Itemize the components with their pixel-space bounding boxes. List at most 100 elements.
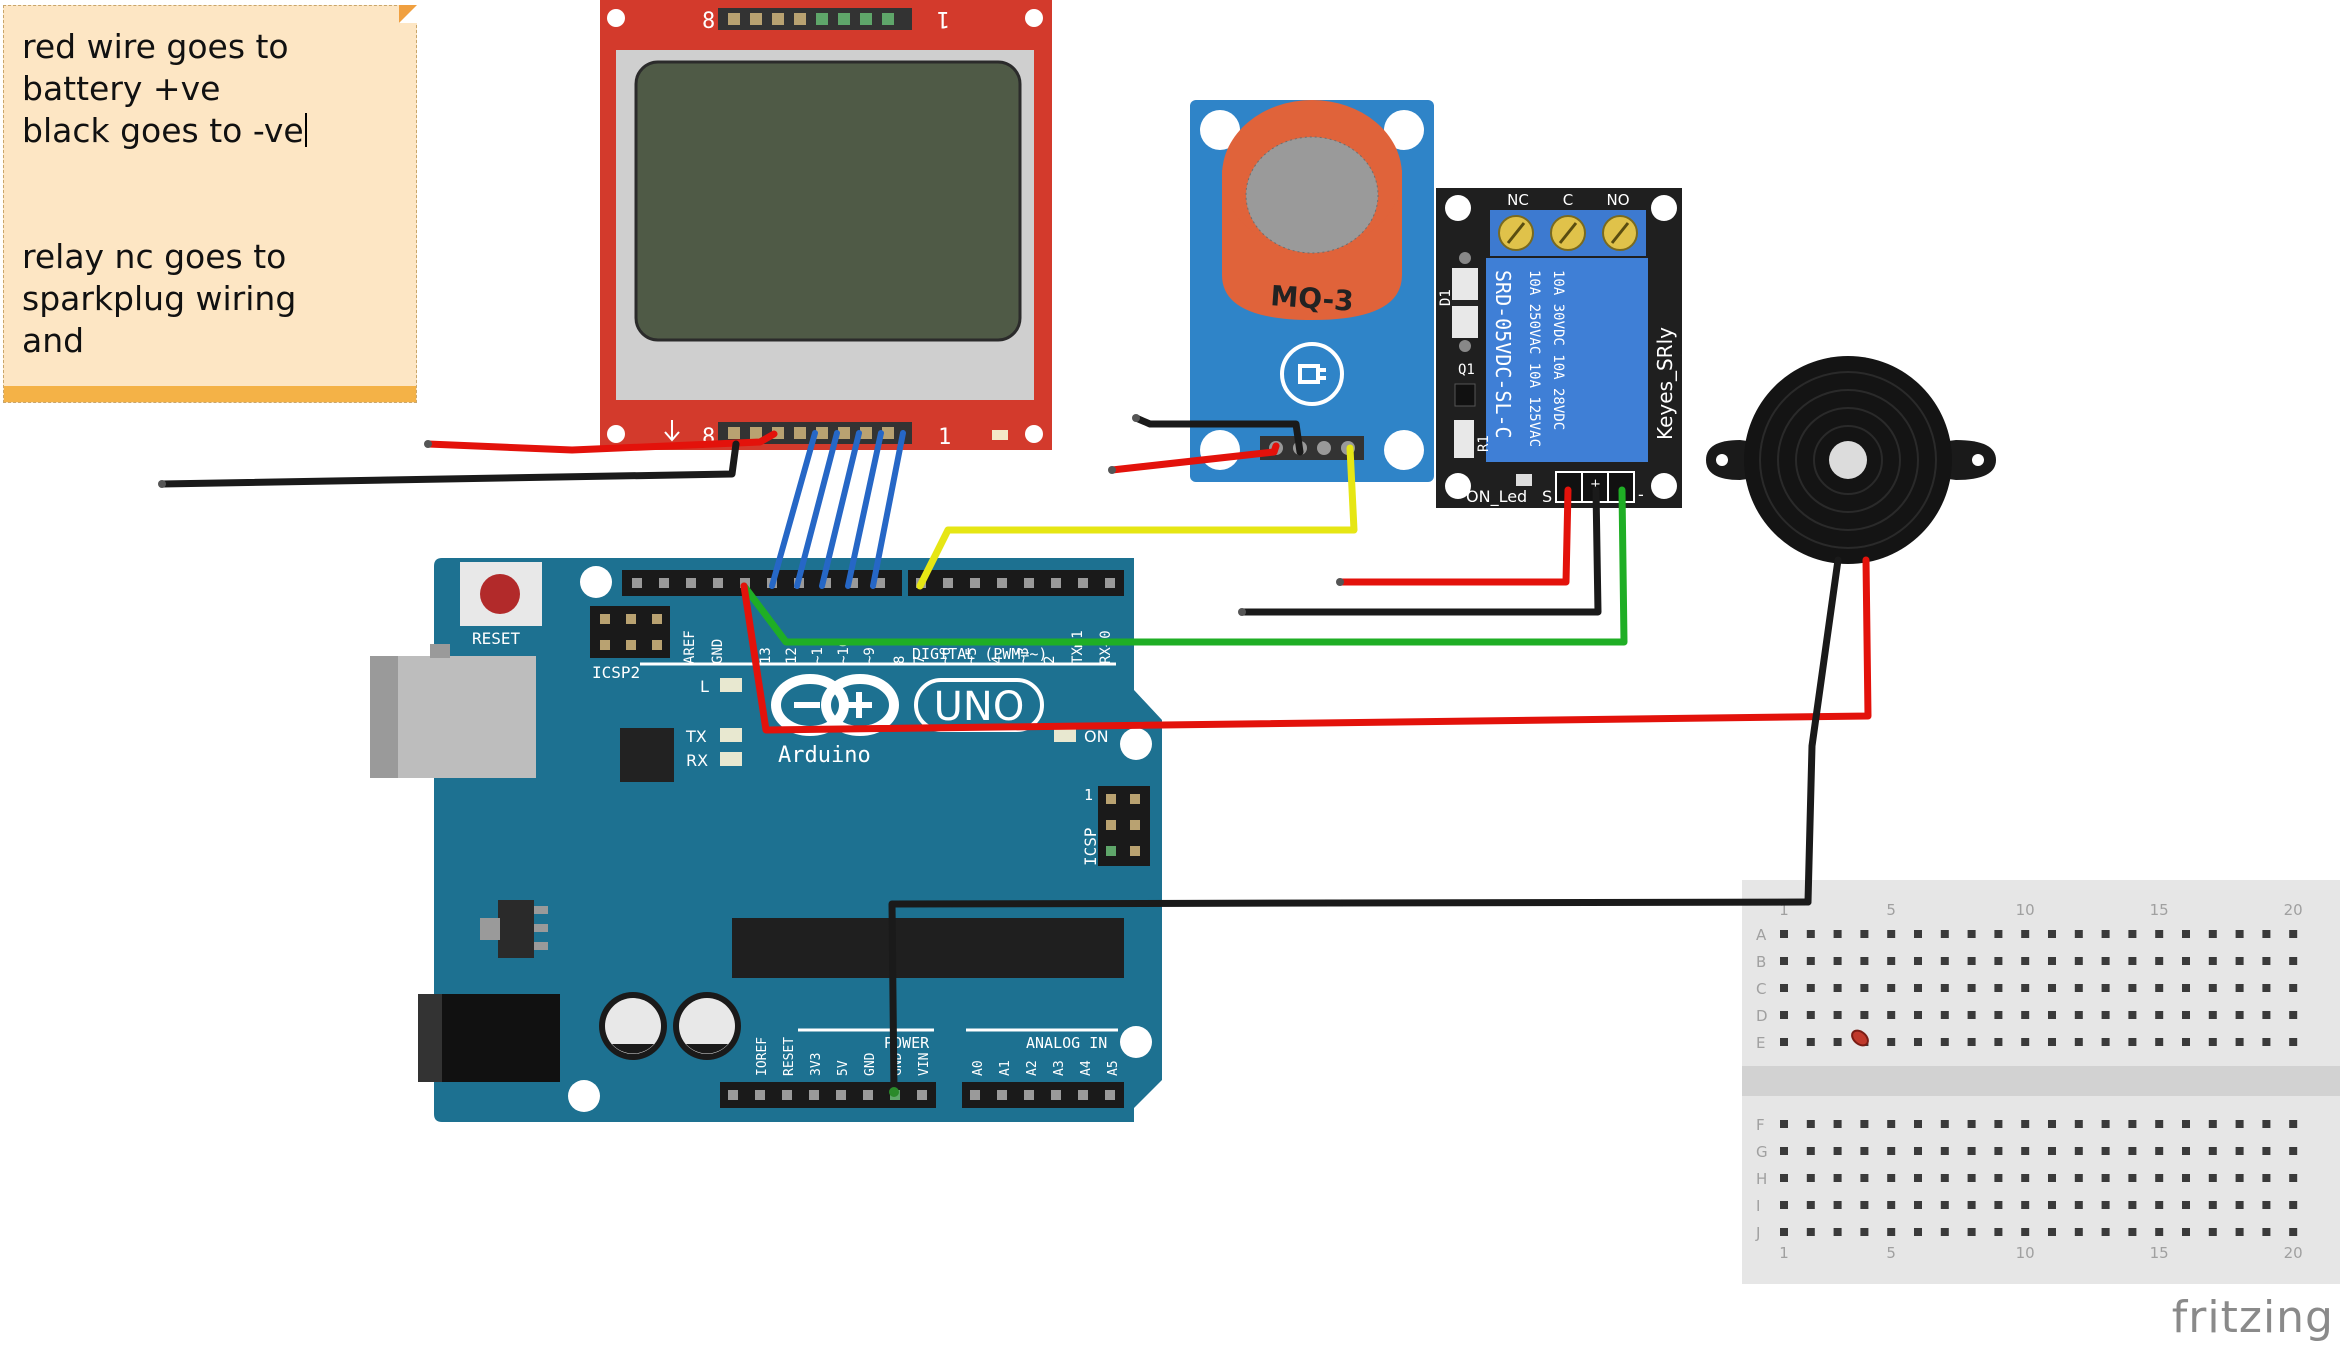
breadboard-hole <box>1914 930 1922 938</box>
breadboard-hole <box>1833 1011 1842 1019</box>
relay-diode <box>1452 252 1478 352</box>
breadboard-hole <box>2235 1120 2244 1128</box>
breadboard-hole <box>2128 1228 2137 1236</box>
header-pin <box>1078 578 1088 588</box>
breadboard-hole <box>1940 1038 1949 1046</box>
icsp-label: ICSP <box>1081 827 1100 866</box>
breadboard-hole <box>2262 1228 2271 1236</box>
breadboard-row-label: C <box>1756 980 1766 998</box>
breadboard-hole <box>1967 1174 1976 1182</box>
led-on <box>1054 728 1076 742</box>
header-pin <box>836 1090 846 1100</box>
relay-terminal-no: NO <box>1606 191 1629 209</box>
digital-pin-label: ~5 <box>964 647 980 664</box>
breadboard-hole <box>2048 1174 2056 1182</box>
piezo-buzzer[interactable] <box>1706 356 1996 564</box>
digital-pin-label: 12 <box>784 647 800 664</box>
breadboard-hole <box>1940 984 1949 992</box>
breadboard-hole <box>2128 1011 2137 1019</box>
mq3-positive-wire <box>1108 442 1280 474</box>
breadboard-hole <box>2074 1174 2083 1182</box>
digital-pin-label: ~3 <box>1016 647 1032 664</box>
breadboard-hole <box>1860 1011 1869 1019</box>
breadboard-hole <box>2289 1174 2298 1182</box>
relay-rating-1: 10A 250VAC 10A 125VAC <box>1526 270 1542 447</box>
breadboard-hole <box>2074 1147 2083 1155</box>
breadboard-hole <box>1940 1120 1949 1128</box>
breadboard-row-label: H <box>1756 1170 1767 1188</box>
breadboard-hole <box>2128 930 2137 938</box>
note-resize-bar[interactable] <box>4 386 416 402</box>
breadboard-hole <box>2182 957 2190 965</box>
breadboard-hole <box>1806 1201 1815 1209</box>
header-pin <box>632 578 642 588</box>
relay-signal-red-wire <box>1336 486 1572 586</box>
breadboard-hole <box>1994 1120 2003 1128</box>
breadboard-hole <box>2182 984 2190 992</box>
reset-button[interactable] <box>460 562 542 626</box>
buzzer-center <box>1829 441 1867 479</box>
relay-pin-minus: - <box>1638 485 1644 504</box>
reset-label: RESET <box>472 629 521 648</box>
breadboard-hole <box>2128 1120 2137 1128</box>
header-pin <box>1105 1090 1115 1100</box>
header-pin <box>782 1090 792 1100</box>
sticky-note[interactable]: red wire goes to battery +ve black goes … <box>3 5 417 403</box>
breadboard-hole <box>1887 957 1896 965</box>
note-line-3: black goes to -ve <box>22 111 304 150</box>
led-tx <box>720 728 742 742</box>
breadboard-hole <box>1860 930 1869 938</box>
breadboard-hole <box>1860 1201 1869 1209</box>
breadboard-hole <box>1967 1147 1976 1155</box>
relay-module[interactable]: NC C NO SRD-05VDC-SL-C 10A 250VAC 10A 12… <box>1436 188 1682 508</box>
breadboard-hole <box>1806 1038 1815 1046</box>
breadboard-hole <box>2262 1038 2271 1046</box>
breadboard-hole <box>1833 1147 1842 1155</box>
header-pin <box>713 578 723 588</box>
power-pin-label: 3V3 <box>809 1053 824 1076</box>
breadboard-hole <box>2235 957 2244 965</box>
breadboard-col-label: 5 <box>1886 1244 1896 1262</box>
breadboard-hole <box>1914 1147 1922 1155</box>
icsp-one-label: 1 <box>1084 786 1093 804</box>
lcd-top-pin-right: 1 <box>937 6 950 31</box>
breadboard-hole <box>1887 1147 1896 1155</box>
atmega-chip <box>732 918 1124 978</box>
breadboard-hole <box>1914 984 1922 992</box>
lcd-module[interactable]: 8 1 8 1 <box>600 0 1052 450</box>
breadboard-hole <box>2021 1201 2030 1209</box>
breadboard-hole <box>2128 957 2137 965</box>
wire-end-points <box>158 414 1344 1097</box>
icsp2-header <box>590 606 670 658</box>
breadboard-hole <box>1940 1174 1949 1182</box>
power-pin-label: GND <box>863 1052 878 1076</box>
power-pin-label: VIN <box>917 1053 932 1076</box>
arduino-brand: Arduino <box>778 743 871 768</box>
breadboard-hole <box>1994 1038 2003 1046</box>
breadboard-hole <box>1806 957 1815 965</box>
breadboard-hole <box>2101 1147 2110 1155</box>
breadboard-hole <box>1780 1201 1788 1209</box>
breadboard-hole <box>2235 930 2244 938</box>
battery-positive-wire <box>424 430 778 454</box>
digital-header-right <box>908 570 1124 596</box>
breadboard-hole <box>2235 1147 2244 1155</box>
breadboard-hole <box>2289 984 2298 992</box>
breadboard-hole <box>2074 1201 2083 1209</box>
mq3-sensor[interactable]: MQ-3 <box>1190 100 1434 482</box>
mq3-mount-hole <box>1384 110 1424 150</box>
header-pin <box>970 578 980 588</box>
breadboard-hole <box>2128 1147 2137 1155</box>
breadboard-hole <box>2021 984 2030 992</box>
breadboard-hole <box>1780 984 1788 992</box>
breadboard-hole <box>1780 1011 1788 1019</box>
breadboard-hole <box>2101 1174 2110 1182</box>
digital-pin-label: GND <box>710 639 726 664</box>
breadboard-hole <box>2182 1120 2190 1128</box>
note-text[interactable]: red wire goes to battery +ve black goes … <box>22 26 307 362</box>
breadboard-hole <box>2101 984 2110 992</box>
breadboard-hole <box>2289 1038 2298 1046</box>
analog-pin-label: A0 <box>971 1060 986 1076</box>
